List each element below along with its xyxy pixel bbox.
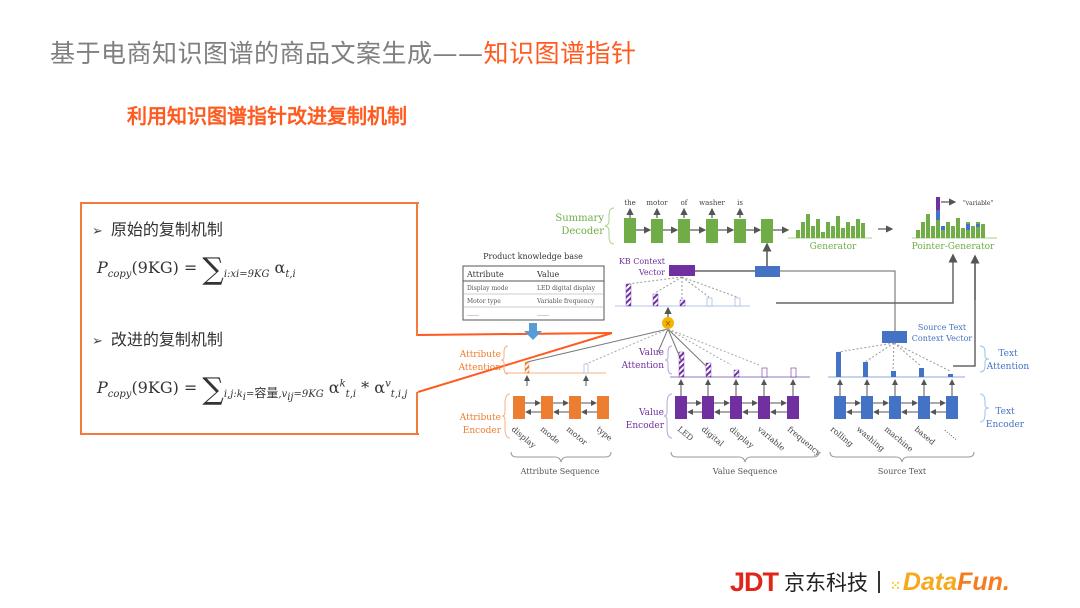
svg-text:Vector: Vector (638, 268, 665, 277)
svg-text:Display mode: Display mode (467, 285, 509, 292)
value-word: LED (676, 425, 695, 443)
decoder-cell (651, 219, 663, 243)
callout-border (416, 202, 418, 336)
datafun-logo: ⁙DataFun. (890, 567, 1010, 596)
text-branch: Source Text Context Vector Text Attentio… (828, 254, 1030, 476)
decoder-cell (706, 219, 718, 243)
jdt-logo: JDT (730, 566, 779, 597)
text-word: machine (883, 425, 915, 454)
logo-divider (878, 571, 881, 593)
text-word: based (913, 425, 937, 447)
decoder-cell (678, 219, 690, 243)
slide-title: 基于电商知识图谱的商品文案生成——知识图谱指针 (50, 34, 637, 70)
svg-text:Encoder: Encoder (463, 426, 502, 436)
svg-text:Context Vector: Context Vector (912, 334, 973, 343)
callout-box (80, 202, 419, 435)
original-formula: Pcopy(9KG) = ∑i:xi=9KG αt,i (97, 252, 296, 287)
improved-heading: 改进的复制机制 (110, 330, 223, 349)
callout-pointer (417, 332, 613, 336)
callout-pointer (417, 332, 613, 393)
svg-text:KB Context: KB Context (619, 257, 666, 266)
jd-tech-logo-text: 京东科技 (784, 571, 869, 595)
svg-text:Encoder: Encoder (626, 421, 665, 431)
svg-text:Attribute: Attribute (459, 413, 501, 423)
attention-links (526, 328, 760, 367)
arrow-bullet-icon: ➢ (92, 224, 103, 239)
product-knowledge-base: Product knowledge base Attribute Value D… (462, 252, 605, 340)
arrow-bullet-icon: ➢ (92, 334, 103, 349)
generator: Generator (788, 214, 894, 252)
pointer-generator: "variable" Pointer-Generator (912, 197, 997, 252)
value-branch: Value Attention Value Encoder LED digita… (621, 348, 823, 476)
title-highlight: 知识图谱指针 (483, 39, 637, 68)
value-word: digital (700, 425, 726, 449)
original-heading: 原始的复制机制 (110, 220, 223, 239)
svg-text:×: × (665, 319, 672, 328)
decoder-word: the (624, 199, 635, 207)
title-main: 基于电商知识图谱的商品文案生成—— (50, 39, 484, 68)
svg-text:Decoder: Decoder (561, 226, 604, 237)
svg-text:Motor type: Motor type (467, 298, 501, 305)
summary-decoder: Summary Decoder the motor of washer is (555, 199, 790, 245)
pointer-output-word: "variable" (963, 200, 993, 207)
value-word: variable (755, 424, 787, 453)
source-text-label: Source Text (878, 467, 927, 476)
decoder-cell (624, 218, 636, 243)
svg-text:Attention: Attention (621, 361, 665, 371)
svg-text:Value: Value (638, 348, 664, 358)
callout-border (416, 392, 418, 433)
svg-text:Encoder: Encoder (986, 420, 1025, 430)
text-word: …… (943, 425, 961, 442)
text-word: rolling (829, 425, 855, 449)
svg-text:……: …… (467, 311, 479, 318)
svg-text:Attribute: Attribute (459, 350, 501, 360)
decoder-input-vector (755, 266, 780, 277)
svg-text:Attention: Attention (458, 363, 502, 373)
pointer-output-bar (936, 197, 940, 210)
decoder-cell (761, 219, 773, 243)
text-word: washing (855, 425, 887, 454)
slide-subtitle: 利用知识图谱指针改进复制机制 (127, 104, 407, 128)
decoder-word: washer (699, 199, 725, 207)
kb-context-vector: KB Context Vector × (615, 242, 958, 331)
attribute-branch: Attribute Attention Attribute Encoder di… (458, 350, 615, 476)
datafun-dots-icon: ⁙ (890, 577, 901, 593)
svg-text:Attribute: Attribute (466, 270, 504, 279)
footer-logos: JDT 京东科技 ⁙DataFun. (730, 566, 1010, 598)
svg-text:Attention: Attention (986, 362, 1030, 372)
svg-text:Text: Text (995, 407, 1015, 417)
bullet-original: ➢ 原始的复制机制 (92, 216, 223, 240)
attribute-sequence-label: Attribute Sequence (520, 467, 600, 476)
value-word: frequency (786, 425, 823, 458)
decoder-word: is (737, 199, 743, 207)
down-arrow-icon (524, 323, 542, 340)
decoder-word: motor (646, 199, 668, 207)
improved-formula: Pcopy(9KG) = ∑i,j:ki=容量,vij=9KG αkt,i * … (97, 372, 408, 407)
svg-text:Value: Value (536, 270, 560, 279)
decoder-cell (734, 219, 746, 243)
svg-text:……: …… (537, 311, 549, 318)
svg-text:Generator: Generator (810, 242, 857, 252)
bullet-improved: ➢ 改进的复制机制 (92, 326, 223, 350)
decoder-word: of (681, 199, 689, 207)
attribute-word: display (510, 425, 538, 451)
value-sequence-label: Value Sequence (712, 467, 778, 476)
svg-text:Text: Text (998, 349, 1018, 359)
svg-text:Summary: Summary (555, 213, 604, 224)
svg-text:Value: Value (638, 408, 664, 418)
braces (500, 345, 673, 439)
svg-text:Source Text: Source Text (918, 323, 967, 332)
svg-text:Variable frequency: Variable frequency (536, 298, 595, 305)
svg-text:LED digital display: LED digital display (537, 285, 596, 292)
multiply-icon (662, 317, 674, 329)
svg-text:Pointer-Generator: Pointer-Generator (912, 242, 995, 252)
attribute-word: motor (565, 425, 590, 448)
attribute-word: mode (539, 425, 562, 446)
svg-text:Product knowledge base: Product knowledge base (483, 252, 583, 261)
attribute-word: type (595, 425, 614, 443)
value-word: display (728, 425, 756, 451)
